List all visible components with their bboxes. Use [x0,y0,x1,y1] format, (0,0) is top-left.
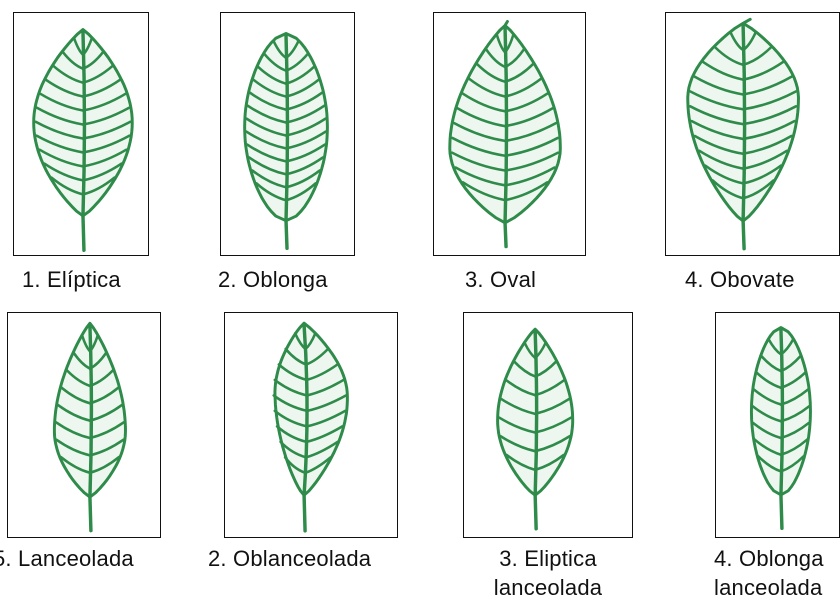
caption-lanceolada: 5. Lanceolada [0,544,134,573]
leaf-frame-lanceolada [7,312,161,538]
caption-line-2: lanceolada [478,573,618,602]
leaf-frame-eliptica-lanceolada [463,312,633,538]
leaf-midrib [505,27,506,246]
caption-oval: 3. Oval [465,265,536,294]
leaf-eliptica-lanceolada-icon [464,313,632,537]
leaf-frame-obovate [665,12,840,256]
caption-obovate: 4. Obovate [685,265,795,294]
leaf-midrib [90,325,91,530]
leaf-midrib [781,330,782,529]
leaf-obovate-icon [666,13,839,255]
caption-line-1: 4. Oblonga [714,544,824,573]
caption-line-1: 3. Eliptica [478,544,618,573]
leaf-frame-oblonga [220,12,355,256]
leaf-oblanceolada-icon [225,313,397,537]
leaf-eliptica-icon [14,13,148,255]
leaf-frame-oblonga-lanceolada [715,312,840,538]
leaf-oblonga-icon [221,13,354,255]
caption-oblanceolada: 2. Oblanceolada [208,544,371,573]
caption-eliptica: 1. Elíptica [22,265,121,294]
leaf-midrib [286,35,287,248]
leaf-frame-oval [433,12,586,256]
leaf-oblonga-lanceolada-icon [716,313,839,537]
caption-oblonga-lanceolada: 4. Oblonga lanceolada [714,544,824,602]
leaf-frame-oblanceolada [224,312,398,538]
caption-line-2: lanceolada [714,573,824,602]
leaf-frame-eliptica [13,12,149,256]
leaf-midrib [83,32,84,251]
leaf-lanceolada-icon [8,313,160,537]
leaf-midrib [535,331,536,529]
leaf-oval-icon [434,13,585,255]
caption-eliptica-lanceolada: 3. Eliptica lanceolada [478,544,618,602]
caption-oblonga: 2. Oblonga [218,265,328,294]
leaf-midrib [743,25,744,248]
